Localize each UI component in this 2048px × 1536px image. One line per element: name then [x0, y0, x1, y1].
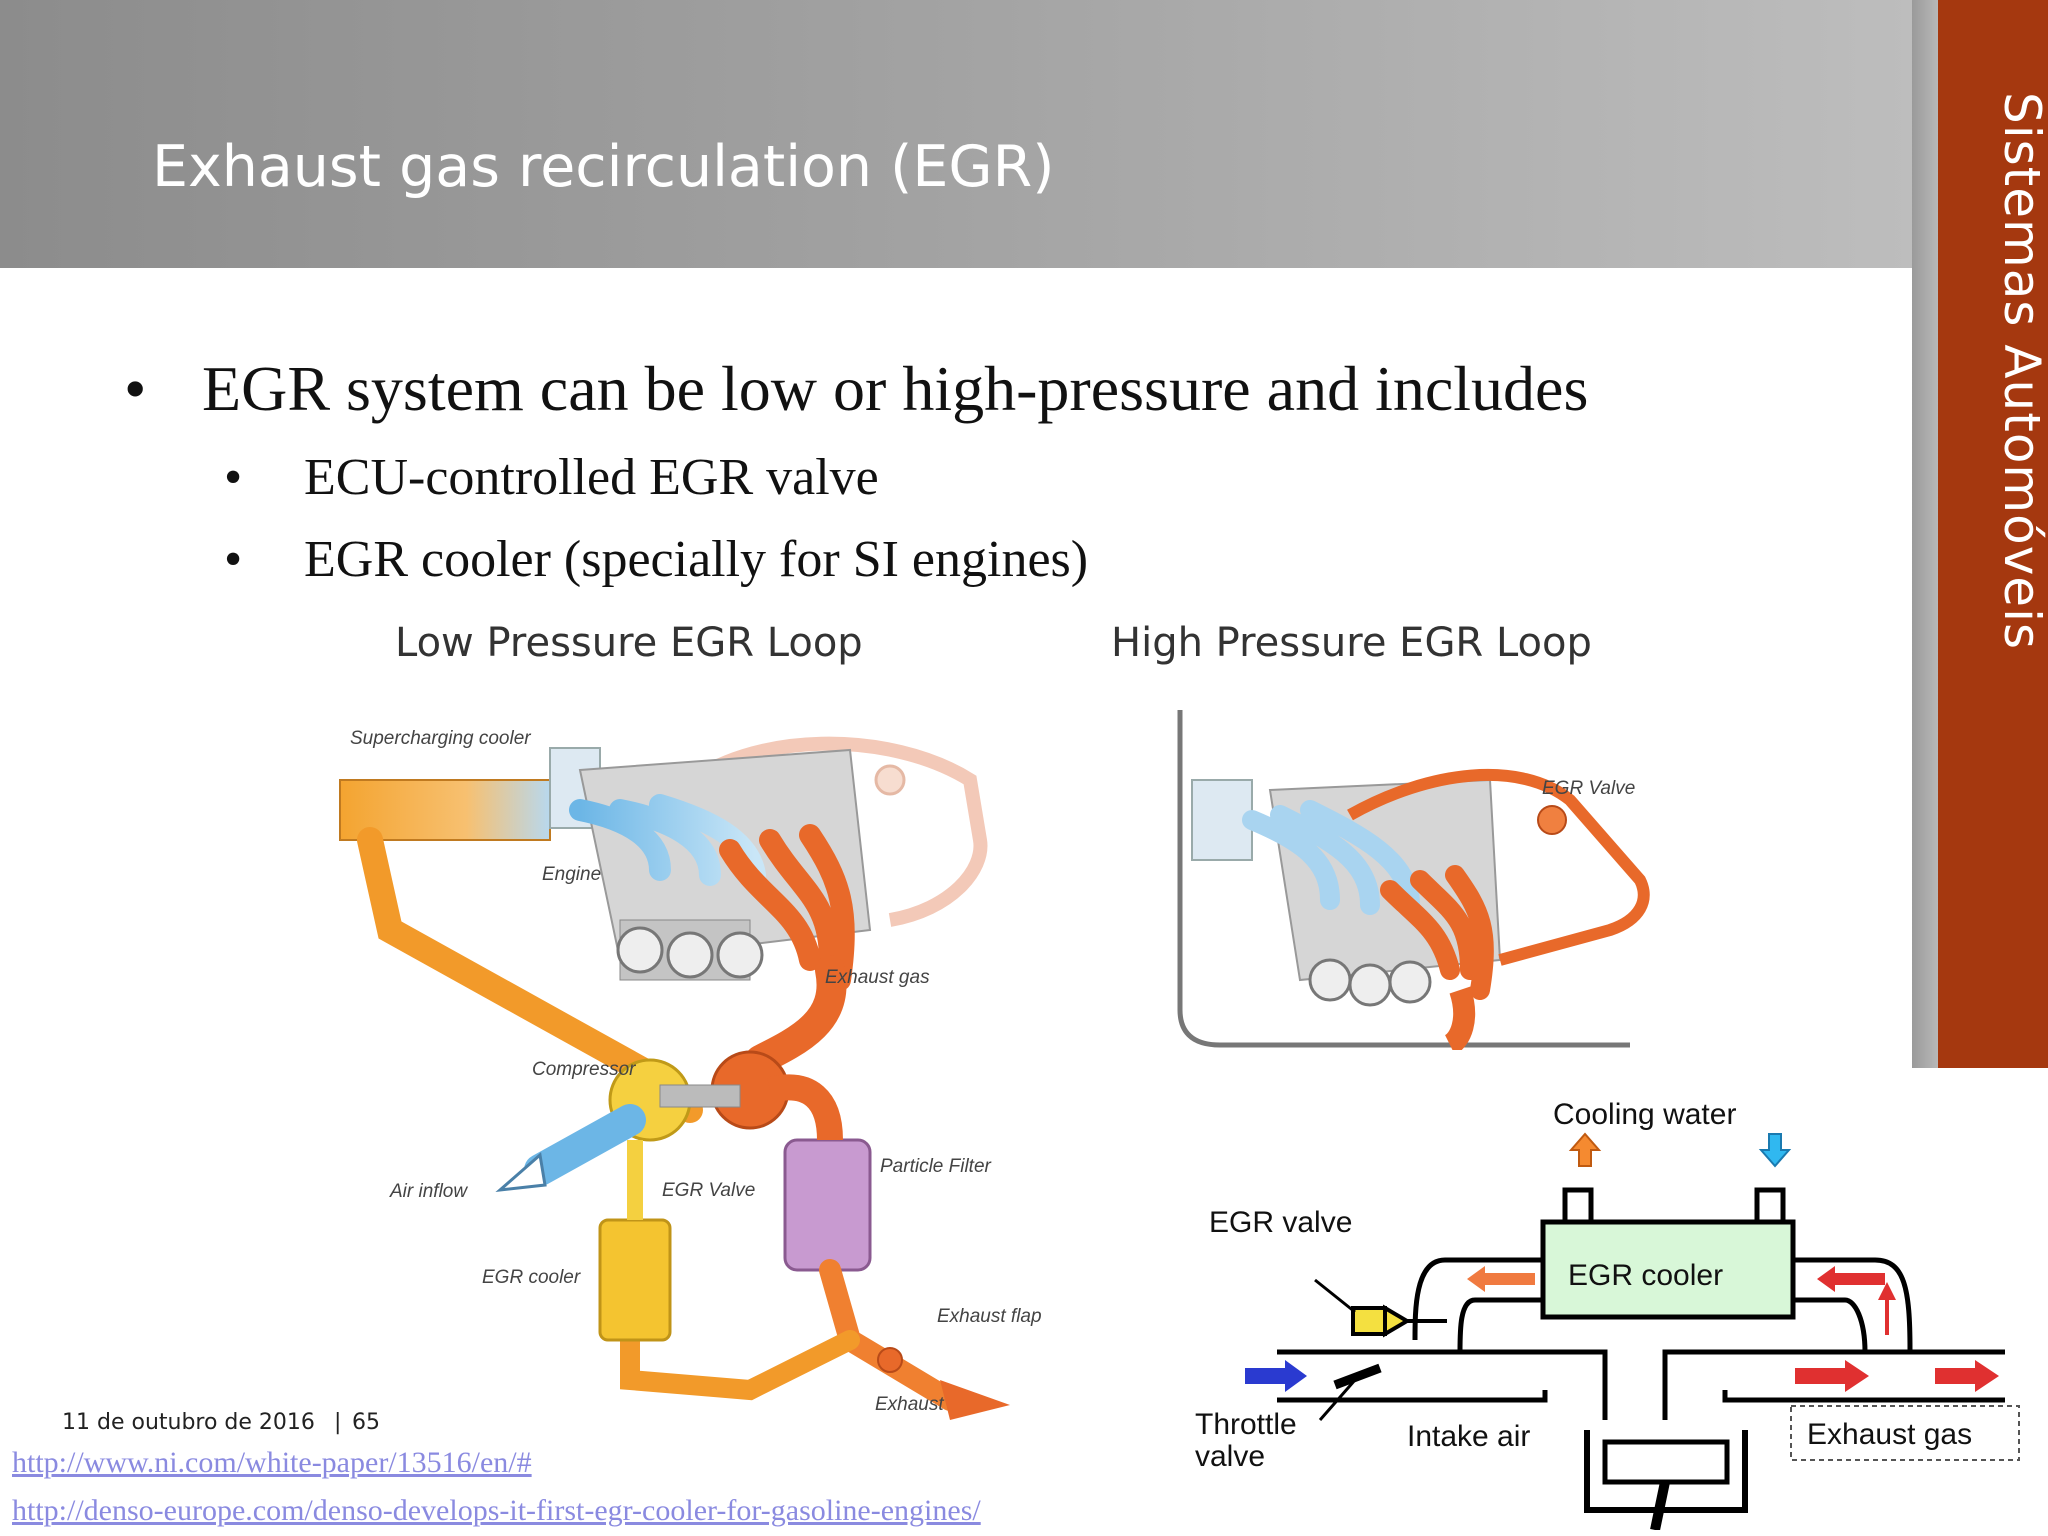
side-band: [1938, 0, 2048, 1068]
high-pressure-diagram: EGR Valve: [1177, 710, 1650, 1050]
label-egr-valve-high: EGR Valve: [1542, 778, 1635, 799]
label-cooling-water: Cooling water: [1553, 1098, 1736, 1131]
intake-arrow: [1245, 1360, 1307, 1392]
bullet-sub-1: ECU-controlled EGR valve: [304, 449, 879, 506]
bullet-dot: •: [124, 353, 147, 424]
side-label: Sistemas Automóveis: [1993, 92, 2048, 651]
title-bar: [0, 0, 1912, 268]
high-pressure-caption: High Pressure EGR Loop: [1111, 620, 1592, 666]
label-throttle-2: valve: [1195, 1440, 1265, 1473]
slide-title: Exhaust gas recirculation (EGR): [152, 134, 1055, 200]
water-in-arrow: [1758, 1133, 1792, 1168]
throttle-valve: [1333, 1363, 1382, 1390]
egr-valve-symbol: [1351, 1306, 1387, 1336]
footer-date: 11 de outubro de 2016: [62, 1410, 315, 1435]
label-exhaust-flap: Exhaust flap: [937, 1306, 1042, 1327]
footer-separator: |: [334, 1410, 342, 1435]
label-compressor: Compressor: [532, 1059, 636, 1080]
egr-valve: [1537, 805, 1567, 835]
water-out-arrow: [1568, 1132, 1602, 1167]
label-air-inflow: Air inflow: [389, 1181, 468, 1202]
label-egr-cooler-box: EGR cooler: [1568, 1259, 1723, 1292]
low-pressure-diagram: Supercharging cooler Engine Exhaust gas …: [339, 728, 1042, 1420]
egr-branch: [620, 1310, 860, 1401]
source-link-denso[interactable]: http://denso-europe.com/denso-develops-i…: [12, 1494, 981, 1527]
label-egr-cooler: EGR cooler: [482, 1267, 581, 1288]
bullet-sub-2: EGR cooler (specially for SI engines): [304, 531, 1089, 588]
label-intake-air: Intake air: [1407, 1420, 1530, 1453]
bullet-dot: •: [224, 531, 243, 588]
label-egr-valve: EGR Valve: [662, 1180, 755, 1201]
bullet-dot: •: [224, 449, 243, 506]
egr-cooler-box: [1540, 1219, 1796, 1320]
egr-cooler: [598, 1218, 672, 1342]
label-supercharging-cooler: Supercharging cooler: [350, 728, 531, 749]
label-engine: Engine: [542, 864, 601, 885]
low-pressure-caption: Low Pressure EGR Loop: [395, 620, 863, 666]
particle-filter: [783, 1138, 872, 1272]
return-pipe: [675, 736, 988, 927]
label-exhaust: Exhaust: [875, 1394, 944, 1415]
side-divider: [1912, 0, 1938, 1068]
page-number: 65: [352, 1410, 380, 1435]
egr-cooler-schematic: Cooling water EGR cooler EGR valve Throt…: [1195, 1098, 2020, 1530]
egr-loop-pipe: [1347, 768, 1650, 966]
label-exhaust-gas: Exhaust gas: [825, 967, 930, 988]
source-link-ni[interactable]: http://www.ni.com/white-paper/13516/en/#: [12, 1446, 532, 1479]
air-inflow-pipe: [524, 1104, 646, 1186]
label-particle-filter: Particle Filter: [880, 1156, 992, 1177]
bullet-main: EGR system can be low or high-pressure a…: [202, 353, 1589, 424]
label-egr-valve-schematic: EGR valve: [1209, 1206, 1352, 1239]
label-throttle-1: Throttle: [1195, 1408, 1297, 1441]
label-exhaust-gas-schematic: Exhaust gas: [1807, 1418, 1972, 1451]
